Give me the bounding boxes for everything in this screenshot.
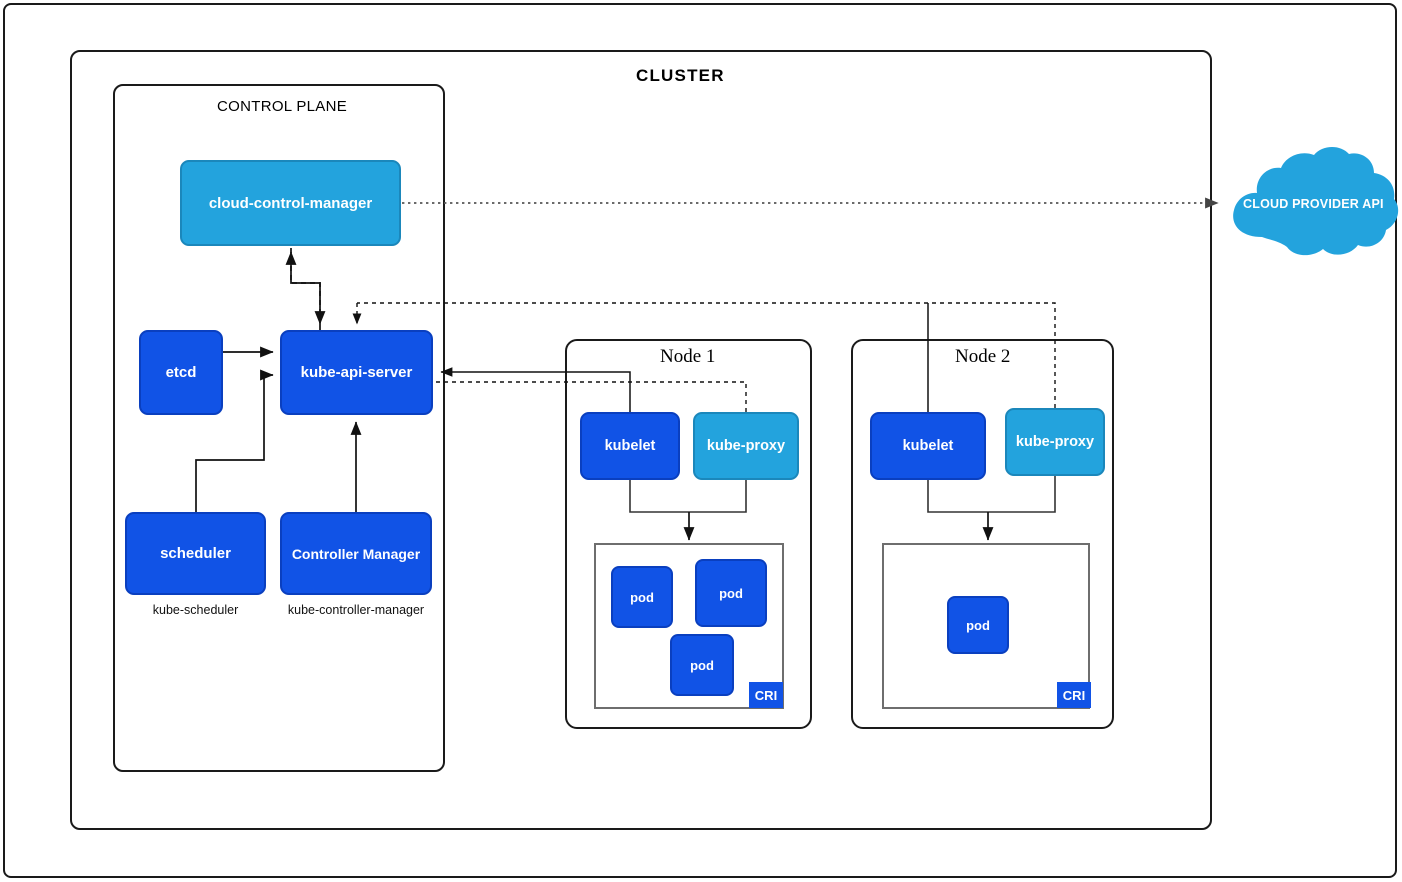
node-2-pod-1[interactable]: pod	[947, 596, 1009, 654]
node-1-pod-3-label: pod	[690, 657, 714, 673]
node-2-cri-badge: CRI	[1057, 682, 1091, 708]
node-1-title: Node 1	[660, 346, 716, 367]
node-2-cri-label: CRI	[1062, 687, 1086, 703]
node-1-container-runtime	[594, 543, 784, 709]
control-plane-frame	[113, 84, 445, 772]
etcd-label: etcd	[165, 364, 197, 381]
node-2-kube-proxy-label: kube-proxy	[1015, 434, 1095, 450]
node-1-cri-label: CRI	[754, 687, 778, 703]
node-2-container-runtime	[882, 543, 1090, 709]
cloud-control-manager-label: cloud-control-manager	[208, 194, 373, 212]
node-1-pod-2-label: pod	[719, 585, 743, 601]
cloud-provider-api[interactable]: CLOUD PROVIDER API	[1222, 142, 1402, 272]
node-1-kube-proxy[interactable]: kube-proxy	[693, 412, 799, 480]
component-controller-manager[interactable]: Controller Manager	[280, 512, 432, 595]
component-kube-api-server[interactable]: kube-api-server	[280, 330, 433, 415]
kube-scheduler-caption: kube-scheduler	[152, 603, 239, 617]
cloud-provider-api-label: CLOUD PROVIDER API	[1243, 197, 1384, 211]
node-2-kubelet[interactable]: kubelet	[870, 412, 986, 480]
component-etcd[interactable]: etcd	[139, 330, 223, 415]
node-1-kubelet[interactable]: kubelet	[580, 412, 680, 480]
node-1-pod-1-label: pod	[630, 589, 654, 605]
node-2-kube-proxy[interactable]: kube-proxy	[1005, 408, 1105, 476]
kube-controller-manager-caption: kube-controller-manager	[287, 603, 425, 617]
node-1-pod-2[interactable]: pod	[695, 559, 767, 627]
cluster-title: CLUSTER	[636, 66, 725, 85]
component-scheduler[interactable]: scheduler	[125, 512, 266, 595]
node-1-pod-3[interactable]: pod	[670, 634, 734, 696]
kube-api-server-label: kube-api-server	[300, 364, 413, 381]
node-1-kube-proxy-label: kube-proxy	[706, 438, 786, 454]
node-1-cri-badge: CRI	[749, 682, 783, 708]
component-cloud-control-manager[interactable]: cloud-control-manager	[180, 160, 401, 246]
node-1-kubelet-label: kubelet	[604, 438, 656, 454]
controller-manager-label: Controller Manager	[291, 545, 421, 562]
node-2-title: Node 2	[955, 346, 1011, 367]
node-2-pod-1-label: pod	[966, 617, 990, 633]
node-2-kubelet-label: kubelet	[902, 438, 954, 454]
control-plane-title: CONTROL PLANE	[217, 98, 348, 115]
cloud-shape-icon	[1233, 146, 1399, 256]
outer-frame	[3, 3, 1397, 878]
cluster-frame	[70, 50, 1212, 830]
scheduler-label: scheduler	[160, 545, 231, 562]
node-1-pod-1[interactable]: pod	[611, 566, 673, 628]
